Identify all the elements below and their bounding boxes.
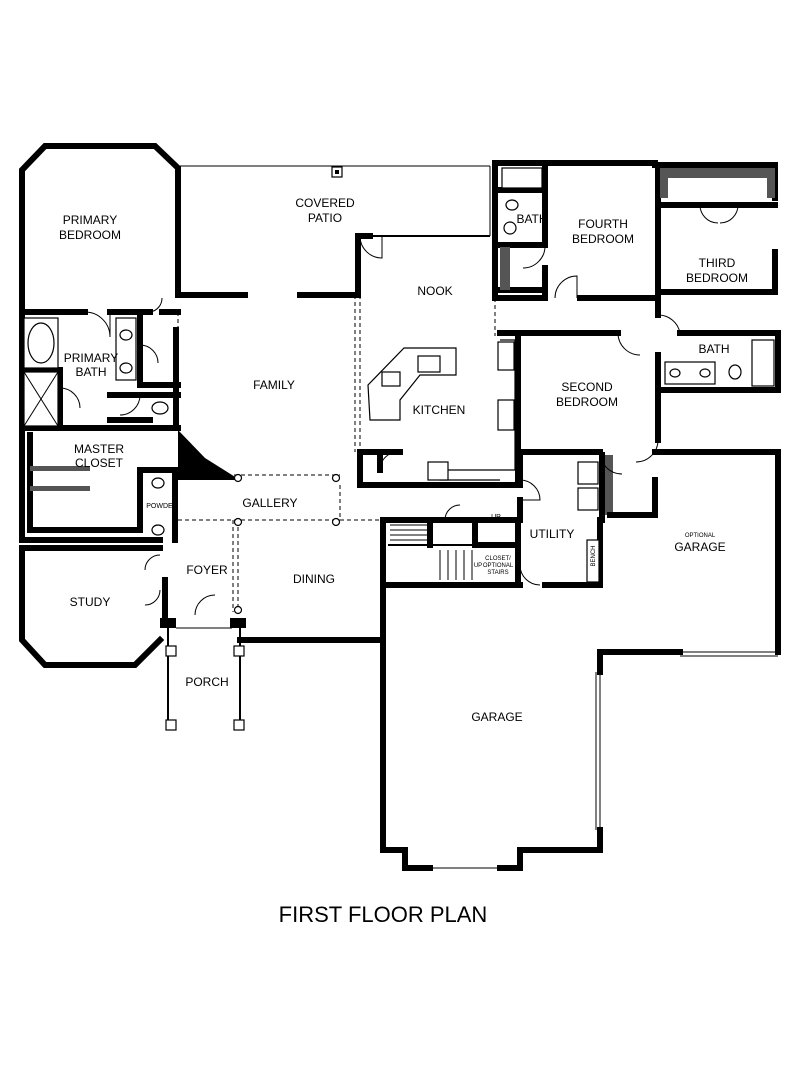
label-family: FAMILY bbox=[253, 378, 295, 392]
label-utility: UTILITY bbox=[530, 527, 575, 541]
label-bath-upper: BATH bbox=[516, 212, 547, 226]
label-study: STUDY bbox=[70, 595, 111, 609]
fixtures bbox=[23, 166, 775, 731]
label-foyer: FOYER bbox=[186, 563, 228, 577]
label-nook: NOOK bbox=[417, 284, 452, 298]
label-dining: DINING bbox=[293, 572, 335, 586]
label-up-2: UP bbox=[474, 563, 482, 569]
doors bbox=[59, 204, 739, 616]
label-porch: PORCH bbox=[185, 675, 228, 689]
label-kitchen: KITCHEN bbox=[413, 403, 466, 417]
exterior-walls bbox=[19, 143, 781, 871]
label-up-1: UP bbox=[491, 514, 501, 521]
label-powder: POWDER bbox=[146, 503, 178, 510]
label-gallery: GALLERY bbox=[242, 496, 297, 510]
label-bench: BENCH bbox=[591, 545, 597, 566]
label-garage: GARAGE bbox=[471, 710, 522, 724]
plan-title: FIRST FLOOR PLAN bbox=[279, 902, 488, 927]
label-bath-right: BATH bbox=[698, 342, 729, 356]
dashed-lines bbox=[177, 295, 496, 612]
interior-walls bbox=[19, 168, 778, 730]
